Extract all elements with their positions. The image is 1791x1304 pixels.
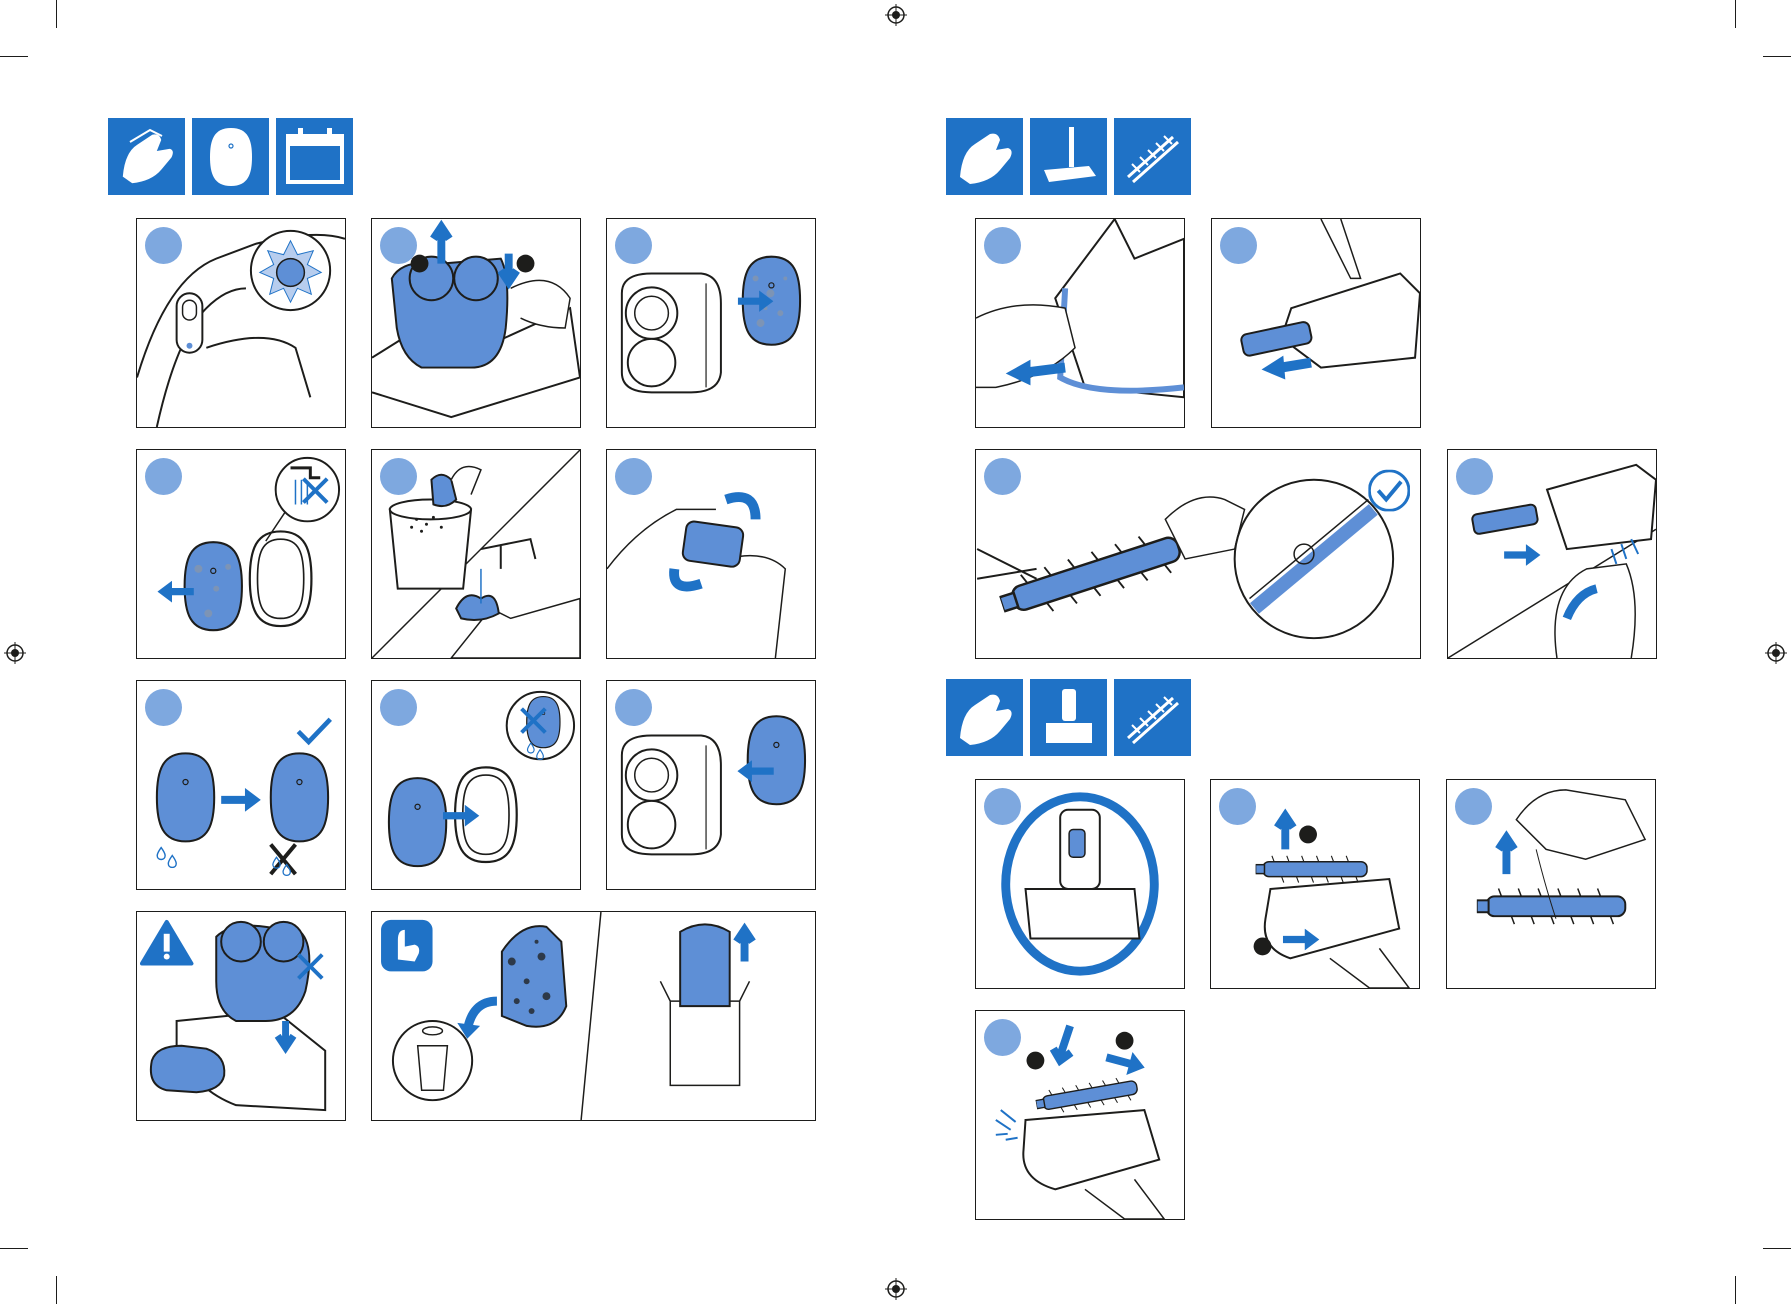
- crop-mark: [1735, 0, 1736, 28]
- panel-snap-brush: [975, 1010, 1185, 1220]
- floor-nozzle-icon: [1030, 118, 1107, 195]
- panel-no-water-filter: [136, 449, 346, 659]
- crop-mark: [1735, 1276, 1736, 1304]
- registration-mark-icon: [885, 1278, 907, 1300]
- panel-rotate-filter: [606, 449, 816, 659]
- step-number: [615, 458, 652, 495]
- step-number: [615, 689, 652, 726]
- hand-wipe-icon: [946, 679, 1023, 756]
- panel-lift-brush: [1210, 779, 1420, 989]
- step-number: [145, 227, 182, 264]
- crop-mark: [1763, 56, 1791, 57]
- step-number: [380, 458, 417, 495]
- step-number: [984, 227, 1021, 264]
- brush-roll-icon: [1114, 118, 1191, 195]
- tip-icon: [381, 920, 433, 972]
- filter-icon: [192, 118, 269, 195]
- crop-mark: [1763, 1248, 1791, 1249]
- hand-wipe-icon: [946, 118, 1023, 195]
- panel-remove-filter: [606, 218, 816, 428]
- hand-wipe-icon: [108, 118, 185, 195]
- step-number: [615, 227, 652, 264]
- panel-attach-filter: [606, 680, 816, 890]
- panel-indicator-light: [136, 218, 346, 428]
- panel-rotate-mini-brush: [975, 779, 1185, 989]
- panel-tap-filter: [371, 449, 581, 659]
- registration-mark-icon: [4, 642, 26, 664]
- panel-warning: [136, 911, 346, 1121]
- step-number: [1455, 788, 1492, 825]
- panel-dry-filter: [136, 680, 346, 890]
- panel-remove-hair: [1446, 779, 1656, 989]
- step-number: [984, 1019, 1021, 1056]
- mini-turbo-brush-icon: [1030, 679, 1107, 756]
- brush-roll-icon: [1114, 679, 1191, 756]
- crop-mark: [56, 0, 57, 28]
- panel-reinsert-brush: [1447, 449, 1657, 659]
- step-number: [1220, 227, 1257, 264]
- step-number: [1219, 788, 1256, 825]
- panel-replace-filter: [371, 911, 816, 1121]
- step-number: [145, 458, 182, 495]
- step-number: [380, 227, 417, 264]
- registration-mark-icon: [1765, 642, 1787, 664]
- panel-remove-dust-container: [371, 218, 581, 428]
- registration-mark-icon: [885, 4, 907, 26]
- panel-remove-brush: [1211, 218, 1421, 428]
- panel-cut-hair: [975, 449, 1421, 659]
- step-number: [984, 788, 1021, 825]
- panel-reinsert-filter: [371, 680, 581, 890]
- step-number: [380, 689, 417, 726]
- step-number: [1456, 458, 1493, 495]
- crop-mark: [0, 1248, 28, 1249]
- crop-mark: [56, 1276, 57, 1304]
- panel-push-release: [975, 218, 1185, 428]
- step-number: [984, 458, 1021, 495]
- calendar-icon: [276, 118, 353, 195]
- crop-mark: [0, 56, 28, 57]
- step-number: [145, 689, 182, 726]
